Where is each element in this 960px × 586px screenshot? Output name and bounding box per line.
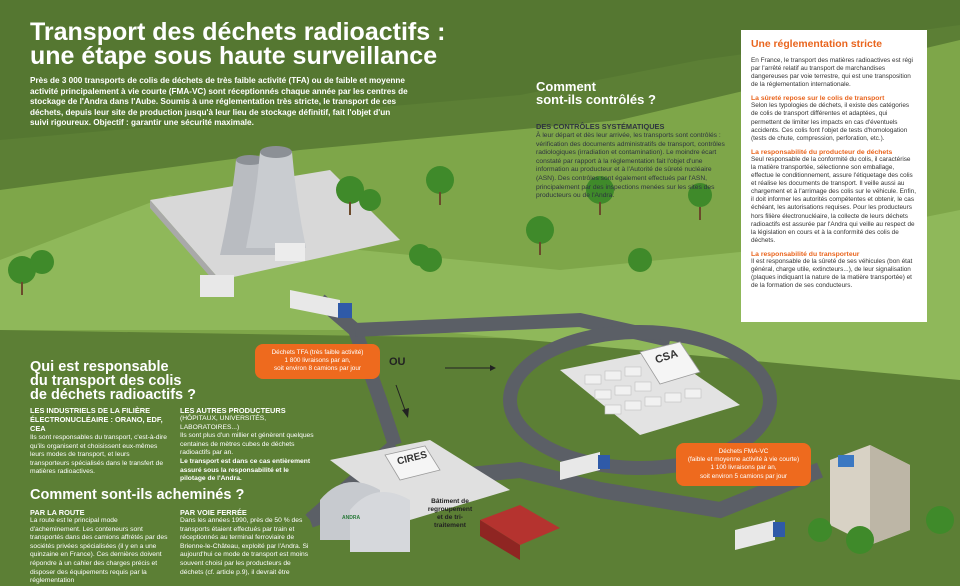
road-text: La route est le principal mode d'achemin… (30, 517, 168, 585)
rail-title: PAR VOIE FERRÉE (180, 508, 247, 517)
title-line-2: une étape sous haute surveillance (30, 42, 438, 70)
regulation-section-text: Selon les typologies de déchets, il exis… (751, 102, 910, 142)
cires-platform (330, 440, 510, 520)
others-subtitle: (HÔPITAUX, UNIVERSITÉS, LABORATOIRES...) (180, 415, 267, 431)
plant-platform-side (150, 200, 220, 288)
tfa-bubble: Déchets TFA (très faible activité) 1 800… (255, 344, 380, 379)
fma-line: (faible et moyenne activité à vie courte… (687, 456, 800, 464)
truck-icon (290, 290, 352, 318)
routing-heading: Comment sont-ils acheminés ? (30, 487, 245, 503)
others-bold-text: Le transport est dans ce cas entièrement… (180, 457, 311, 483)
regulation-section-title: La responsabilité du producteur de déche… (751, 148, 893, 156)
tfa-line: soit environ 8 camions par jour (273, 365, 362, 373)
road-title: PAR LA ROUTE (30, 508, 85, 517)
truck-icon (735, 520, 785, 550)
controls-subheading: DES CONTRÔLES SYSTÉMATIQUES (536, 122, 665, 131)
regroupement-line: Bâtiment de (431, 498, 469, 505)
others-title: LES AUTRES PRODUCTEURS (180, 406, 286, 415)
plant-building (200, 275, 234, 297)
regulation-section-text: Seul responsable de la conformité du col… (751, 155, 916, 244)
regulation-box: Une réglementation stricte En France, le… (741, 30, 927, 322)
responsible-heading: Qui est responsable du transport des col… (30, 359, 330, 403)
truck-icon (560, 452, 610, 480)
ou-label: OU (389, 356, 406, 368)
responsible-heading-3: de déchets radioactifs ? (30, 387, 196, 403)
hospital-building (830, 445, 910, 545)
routing-rail: PAR VOIE FERRÉE Dans les années 1990, pr… (180, 508, 315, 577)
arrow-head (402, 408, 409, 418)
controls-heading-1: Comment (536, 79, 596, 94)
fma-line: soit environ 5 camions par jour (699, 472, 788, 480)
fma-bubble: Déchets FMA-VC (faible et moyenne activi… (676, 443, 811, 486)
rail-text: Dans les années 1990, près de 50 % des t… (180, 517, 309, 576)
intro-paragraph: Près de 3 000 transports de colis de déc… (30, 76, 408, 128)
controls-heading-2: sont-ils contrôlés ? (536, 92, 656, 107)
regroupement-line: et de tri- (436, 514, 463, 521)
andra-logo-text: ANDRA (342, 515, 361, 521)
regroupement-building-side (480, 520, 520, 560)
regroupement-label: Bâtiment de regroupement et de tri- trai… (415, 498, 485, 530)
controls-text: À leur départ et dès leur arrivée, les t… (536, 132, 725, 200)
arrow-line (395, 384, 406, 411)
regulation-section-title: La responsabilité du transporteur (751, 250, 860, 258)
others-text: Ils sont plus d'un millier et génèrent q… (180, 432, 314, 457)
industry-text: Ils sont responsables du transport, c'es… (30, 434, 167, 476)
csa-package-grid (584, 366, 702, 415)
responsible-heading-1: Qui est responsable (30, 359, 169, 375)
controls-section: Comment sont-ils contrôlés ? DES CONTRÔL… (536, 80, 726, 201)
regulation-intro: En France, le transport des matières rad… (751, 57, 913, 89)
regroupement-building (480, 505, 560, 545)
regroupement-line: traitement (434, 522, 466, 529)
tree-trunks (21, 192, 701, 295)
regulation-title: Une réglementation stricte (751, 39, 883, 50)
cires-building (384, 445, 441, 481)
responsible-heading-2: du transport des colis (30, 373, 182, 389)
arrow-head (490, 365, 496, 371)
shade-top (0, 0, 960, 140)
regulation-section-text: Il est responsable de la sûreté de ses v… (751, 257, 913, 290)
title-line-1: Transport des déchets radioactifs : (30, 18, 446, 46)
cooling-tower-right (246, 146, 306, 248)
regroupement-line: regroupement (427, 506, 473, 513)
csa-building (639, 341, 701, 385)
industry-title: LES INDUSTRIELS DE LA FILIÈRE ÉLECTRONUC… (30, 406, 163, 433)
hangar (350, 492, 410, 552)
tfa-line: Déchets TFA (très faible activité) (271, 349, 364, 356)
road-loop-csa (503, 325, 777, 475)
fma-line: 1 100 livraisons par an, (710, 464, 777, 472)
tfa-line: 1 800 livraisons par an, (284, 357, 351, 365)
trees (8, 166, 954, 554)
responsible-col-others: LES AUTRES PRODUCTEURS (HÔPITAUX, UNIVER… (180, 406, 315, 484)
fma-line: Déchets FMA-VC (718, 448, 769, 455)
routing-road: PAR LA ROUTE La route est le principal m… (30, 508, 170, 586)
regulation-section-title: La sûreté repose sur le colis de transpo… (751, 95, 885, 103)
responsible-col-industry: LES INDUSTRIELS DE LA FILIÈRE ÉLECTRONUC… (30, 406, 170, 477)
page-title: Transport des déchets radioactifs : une … (30, 18, 446, 70)
plant-building (275, 243, 305, 261)
